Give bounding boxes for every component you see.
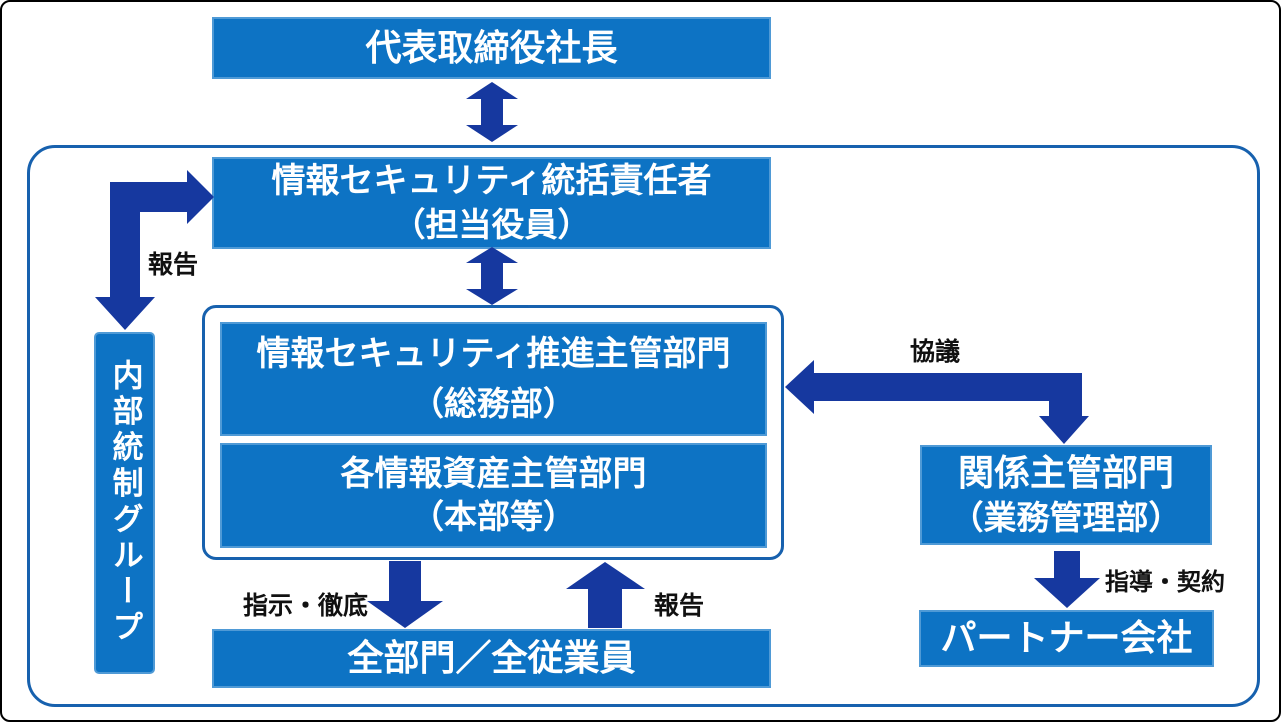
edge-label-consult: 協議 <box>910 338 961 366</box>
double-arrow-vertical-icon <box>466 247 518 305</box>
node-promotion-dept-line1: 情報セキュリティ推進主管部門 <box>256 334 731 373</box>
down-arrow-guide-icon <box>1034 551 1100 608</box>
node-related-dept-line1: 関係主管部門 <box>957 452 1174 494</box>
down-arrow-instruct-icon <box>367 561 443 628</box>
node-related-dept: 関係主管部門 （業務管理部） <box>920 445 1212 545</box>
up-arrow-report-icon <box>566 562 645 628</box>
elbow-arrow-consult-icon <box>785 360 1089 444</box>
edge-label-instruct: 指示・徹底 <box>243 592 369 620</box>
edge-label-report-bottom: 報告 <box>654 592 705 620</box>
node-ciso-line2: （担当役員） <box>392 205 591 243</box>
node-all-members: 全部門／全従業員 <box>212 629 771 688</box>
node-ciso: 情報セキュリティ統括責任者 （担当役員） <box>212 157 771 249</box>
node-ceo: 代表取締役社長 <box>212 17 771 79</box>
edge-label-report-left: 報告 <box>148 251 199 279</box>
node-partner: パートナー会社 <box>919 610 1214 667</box>
node-ceo-label: 代表取締役社長 <box>365 26 618 68</box>
node-internal-control: 内部統制グループ <box>94 332 155 674</box>
elbow-arrow-report-icon <box>95 170 214 330</box>
node-asset-dept-line2: （本部等） <box>411 498 576 536</box>
double-arrow-vertical-icon <box>466 82 518 142</box>
node-asset-dept: 各情報資産主管部門 （本部等） <box>220 443 767 548</box>
node-asset-dept-line1: 各情報資産主管部門 <box>340 454 647 493</box>
node-partner-label: パートナー会社 <box>940 617 1193 659</box>
node-related-dept-line2: （業務管理部） <box>950 498 1182 536</box>
node-ciso-line1: 情報セキュリティ統括責任者 <box>271 162 712 201</box>
edge-label-guide-contract: 指導・契約 <box>1105 569 1225 596</box>
node-internal-control-label: 内部統制グループ <box>107 359 143 647</box>
node-all-members-label: 全部門／全従業員 <box>347 637 636 679</box>
node-promotion-dept-line2: （総務部） <box>411 385 576 423</box>
node-promotion-dept: 情報セキュリティ推進主管部門 （総務部） <box>220 322 767 436</box>
